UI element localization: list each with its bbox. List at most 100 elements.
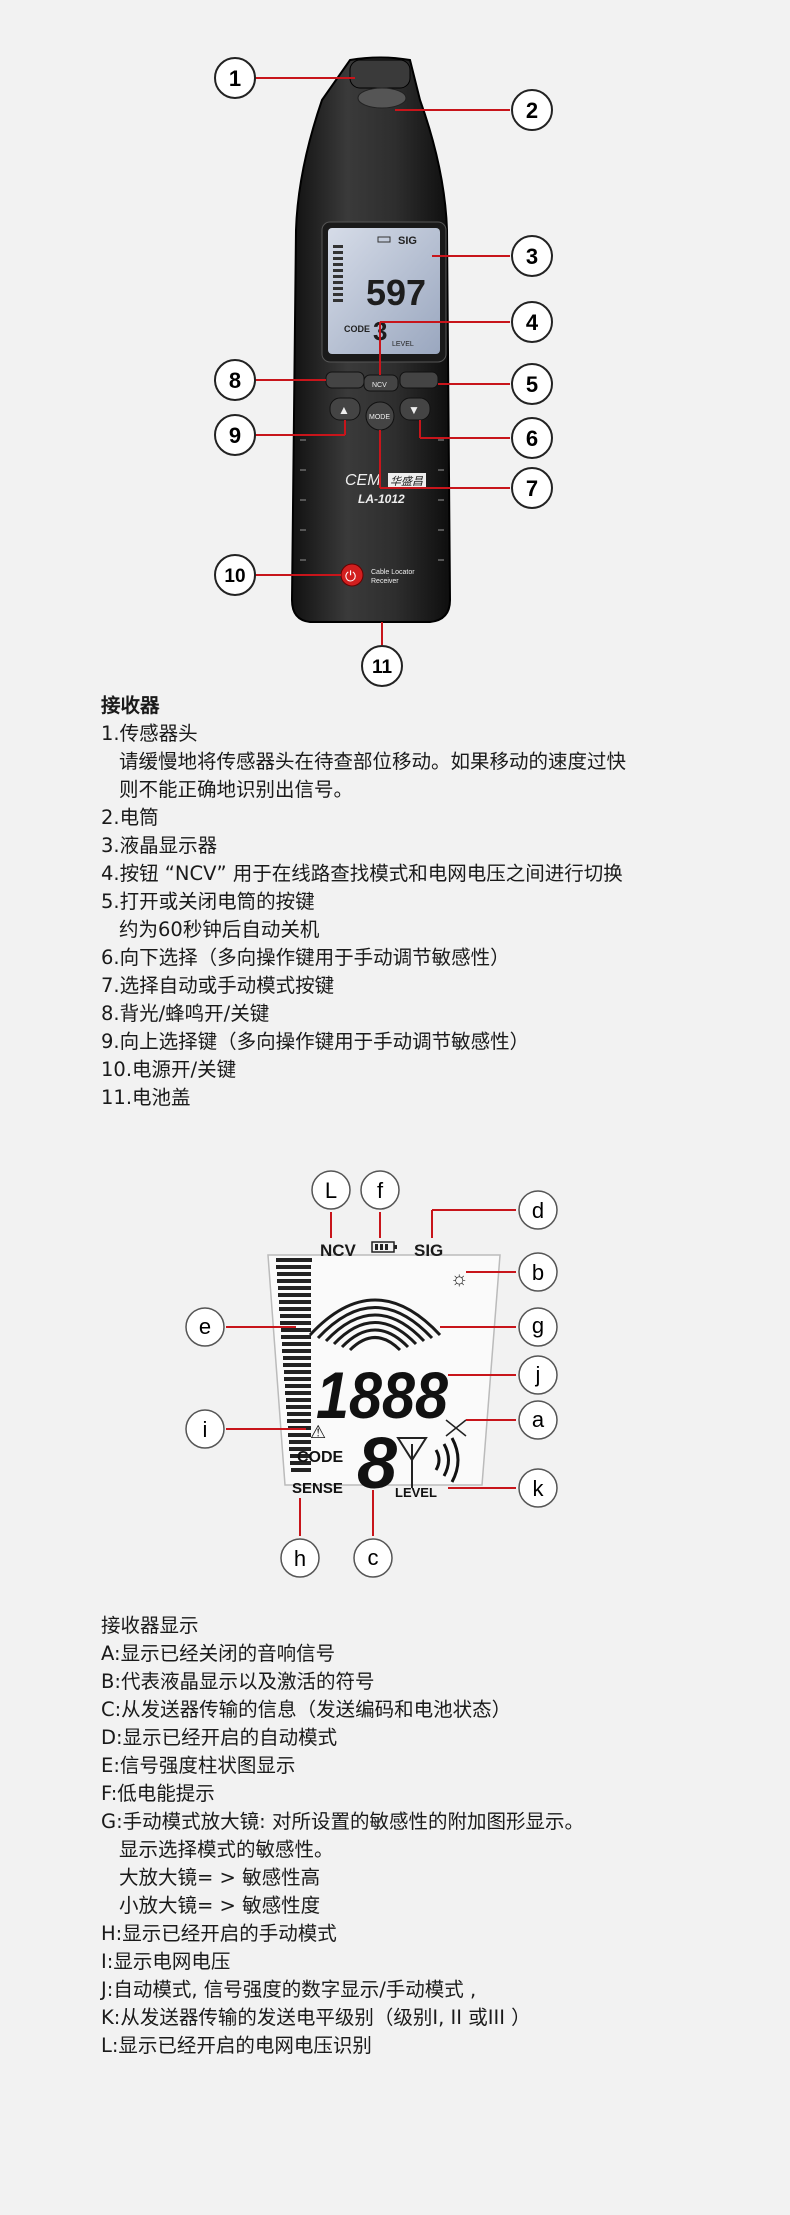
brand-logo: CEM [345, 472, 381, 489]
label-b: b [518, 1252, 558, 1292]
lcd-labels: L f d b e g j i a k h c [185, 1170, 558, 1578]
svg-text:L: L [325, 1178, 337, 1203]
callout-1: 1 [214, 57, 256, 99]
lcd-level-label: LEVEL [392, 341, 414, 348]
down-key[interactable] [399, 397, 431, 421]
list-item: 5.打开或关闭电筒的按键 [101, 890, 315, 913]
label-d: d [518, 1190, 558, 1230]
svg-text:e: e [199, 1314, 211, 1339]
list-item: 11.电池盖 [101, 1086, 191, 1109]
svg-text:i: i [203, 1417, 208, 1442]
device-illustration: SIG 597 CODE 3 LEVEL NCV ▲ MODE ▼ CEM 华盛… [214, 56, 553, 687]
list-item: H:显示已经开启的手动模式 [101, 1922, 337, 1945]
label-f: f [360, 1170, 400, 1210]
label-a: a [518, 1400, 558, 1440]
list-item: 显示选择模式的敏感性。 [119, 1838, 334, 1861]
callout-4: 4 [511, 301, 553, 343]
svg-text:2: 2 [526, 98, 538, 123]
list-item: C:从发送器传输的信息（发送编码和电池状态） [101, 1698, 512, 1721]
svg-text:a: a [532, 1407, 545, 1432]
receiver-title: 接收器 [101, 694, 160, 717]
svg-text:g: g [532, 1313, 544, 1338]
callout-2: 2 [511, 89, 553, 131]
list-item: D:显示已经开启的自动模式 [101, 1726, 338, 1749]
list-item: 4.按钮 “NCV” 用于在线路查找模式和电网电压之间进行切换 [101, 862, 623, 885]
lcd-code: CODE [297, 1449, 344, 1466]
lcd-code-digit: 8 [357, 1424, 397, 1504]
lcd-sig-label: SIG [398, 235, 417, 247]
sensor-head [349, 59, 411, 89]
callouts: 1 2 3 4 5 6 7 8 9 10 11 [214, 57, 553, 687]
warning-icon: ⚠ [310, 1422, 326, 1442]
callout-5: 5 [511, 363, 553, 405]
list-item: 请缓慢地将传感器头在待查部位移动。如果移动的速度过快 [119, 750, 627, 773]
lcd-outline [267, 1254, 501, 1486]
callout-8: 8 [214, 359, 256, 401]
list-item: F:低电能提示 [101, 1782, 215, 1805]
lcd-bargraph [333, 245, 343, 302]
svg-text:1: 1 [229, 66, 241, 91]
list-item: 10.电源开/关键 [101, 1058, 237, 1081]
lcd-sense: SENSE [292, 1480, 343, 1497]
lcd-leaders [226, 1209, 516, 1536]
callout-11: 11 [361, 645, 403, 687]
battery-icon [371, 1241, 397, 1253]
svg-text:10: 10 [224, 566, 245, 587]
list-item: B:代表液晶显示以及激活的符号 [101, 1670, 375, 1693]
lcd-level: LEVEL [395, 1485, 437, 1500]
lcd-code-label: CODE [344, 324, 370, 334]
lcd-diagram: NCV SIG ☼ 1888 ⚠ CODE SENSE 8 LEVEL [185, 1170, 558, 1578]
mode-key-label: MODE [369, 414, 390, 421]
label-g: g [518, 1307, 558, 1347]
list-item: 约为60秒钟后自动关机 [119, 918, 320, 941]
display-section: 接收器显示 A:显示已经关闭的音响信号 B:代表液晶显示以及激活的符号 C:从发… [101, 1612, 584, 2060]
callout-10: 10 [214, 554, 256, 596]
svg-text:4: 4 [526, 310, 539, 335]
svg-text:j: j [535, 1362, 541, 1387]
list-item: J:自动模式, 信号强度的数字显示/手动模式 , [101, 1978, 477, 2001]
callout-leaders [255, 77, 510, 645]
list-item: 3.液晶显示器 [101, 834, 218, 857]
label-h: h [280, 1538, 320, 1578]
callout-7: 7 [511, 467, 553, 509]
svg-text:d: d [532, 1198, 544, 1223]
svg-text:c: c [368, 1545, 379, 1570]
list-item: 大放大镜= > 敏感性高 [119, 1866, 321, 1889]
sound-icon [434, 1437, 460, 1483]
antenna-icon [396, 1437, 428, 1488]
receiver-section: 接收器 1.传感器头 请缓慢地将传感器头在待查部位移动。如果移动的速度过快 则不… [101, 692, 626, 1112]
brand-logo-cn: 华盛昌 [390, 475, 424, 488]
mute-icon [445, 1419, 467, 1437]
power-icon: ⏻ [345, 568, 356, 584]
label-j: j [518, 1355, 558, 1395]
side-grips [300, 439, 444, 561]
svg-text:6: 6 [526, 426, 538, 451]
svg-text:k: k [533, 1476, 545, 1501]
callout-9: 9 [214, 414, 256, 456]
list-item: I:显示电网电压 [101, 1950, 231, 1973]
callout-3: 3 [511, 235, 553, 277]
lcd-main-digits: 1888 [316, 1358, 448, 1432]
svg-text:5: 5 [526, 372, 538, 397]
svg-text:f: f [377, 1178, 384, 1203]
list-item: K:从发送器传输的发送电平级别（级别I, II 或III ） [101, 2006, 531, 2029]
ncv-key-label: NCV [372, 382, 387, 389]
list-item: 9.向上选择键（多向操作键用于手动调节敏感性） [101, 1030, 530, 1053]
svg-text:h: h [294, 1546, 306, 1571]
svg-text:8: 8 [229, 368, 241, 393]
list-item: 7.选择自动或手动模式按键 [101, 974, 335, 997]
model-label: LA-1012 [358, 492, 405, 506]
list-item: 则不能正确地识别出信号。 [119, 778, 354, 801]
list-item: E:信号强度柱状图显示 [101, 1754, 296, 1777]
callout-6: 6 [511, 417, 553, 459]
up-arrow-icon: ▲ [338, 403, 350, 417]
magnifier-arcs [308, 1298, 442, 1352]
product-text-2: Receiver [371, 578, 399, 585]
label-e: e [185, 1307, 225, 1347]
flashlight-key[interactable] [399, 371, 439, 389]
list-item: L:显示已经开启的电网电压识别 [101, 2034, 372, 2057]
backlight-key[interactable] [325, 371, 365, 389]
list-item: G:手动模式放大镜: 对所设置的敏感性的附加图形显示。 [101, 1810, 584, 1833]
svg-text:b: b [532, 1260, 544, 1285]
label-k: k [518, 1468, 558, 1508]
